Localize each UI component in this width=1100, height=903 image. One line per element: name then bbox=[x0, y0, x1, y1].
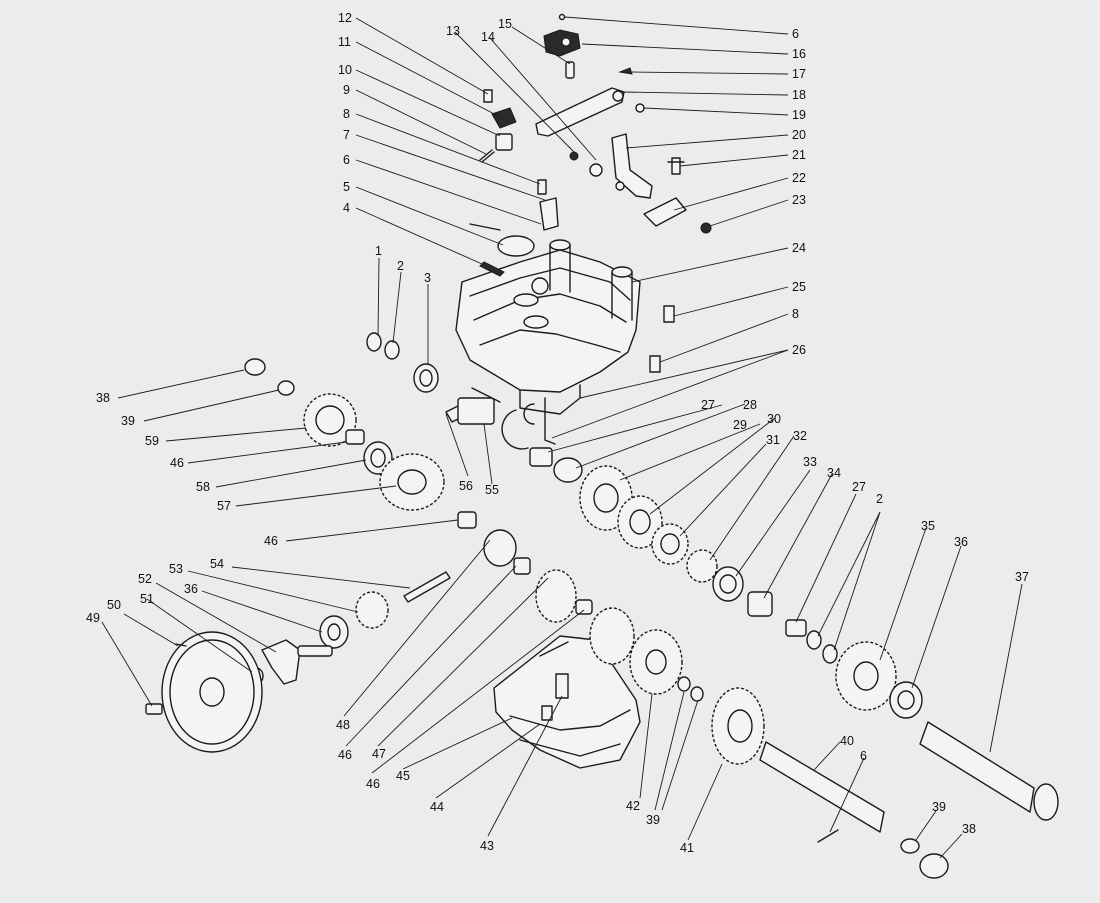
callout-46-mid: 46 bbox=[264, 534, 278, 548]
callout-12: 12 bbox=[338, 11, 352, 25]
callout-24: 24 bbox=[792, 241, 806, 255]
callout-13: 13 bbox=[446, 24, 460, 38]
callout-46-low: 46 bbox=[338, 748, 352, 762]
transmission-housing bbox=[455, 239, 641, 450]
callout-39: 39 bbox=[121, 414, 135, 428]
countershaft-gear-stack bbox=[529, 447, 1059, 879]
callout-23: 23 bbox=[792, 193, 806, 207]
callout-6-bottom: 6 bbox=[860, 749, 867, 763]
leader-lines bbox=[101, 16, 1023, 859]
shift-linkage-assembly bbox=[469, 13, 712, 373]
callout-25: 25 bbox=[792, 280, 806, 294]
callout-53: 53 bbox=[169, 562, 183, 576]
callout-22: 22 bbox=[792, 171, 806, 185]
callout-27-right: 27 bbox=[852, 480, 866, 494]
callout-41: 41 bbox=[680, 841, 694, 855]
callout-6-top: 6 bbox=[792, 27, 799, 41]
callout-39-right: 39 bbox=[932, 800, 946, 814]
callout-45: 45 bbox=[396, 769, 410, 783]
callout-47: 47 bbox=[372, 747, 386, 761]
callout-46: 46 bbox=[170, 456, 184, 470]
callout-3: 3 bbox=[424, 271, 431, 285]
callout-59: 59 bbox=[145, 434, 159, 448]
callout-56: 56 bbox=[459, 479, 473, 493]
callout-44: 44 bbox=[430, 800, 444, 814]
callout-10: 10 bbox=[338, 63, 352, 77]
callout-32: 32 bbox=[793, 429, 807, 443]
callout-21: 21 bbox=[792, 148, 806, 162]
callout-17: 17 bbox=[792, 67, 806, 81]
callout-15: 15 bbox=[498, 17, 512, 31]
callout-labels: 1 2 3 4 5 6 7 8 9 10 11 12 13 14 15 6 16… bbox=[86, 11, 1029, 855]
callout-35: 35 bbox=[921, 519, 935, 533]
callout-55: 55 bbox=[485, 483, 499, 497]
callout-2-right: 2 bbox=[876, 492, 883, 506]
callout-52: 52 bbox=[138, 572, 152, 586]
callout-29: 29 bbox=[733, 418, 747, 432]
callout-2: 2 bbox=[397, 259, 404, 273]
callout-6: 6 bbox=[343, 153, 350, 167]
callout-43: 43 bbox=[480, 839, 494, 853]
callout-38-right: 38 bbox=[962, 822, 976, 836]
callout-36: 36 bbox=[954, 535, 968, 549]
callout-37: 37 bbox=[1015, 570, 1029, 584]
callout-33: 33 bbox=[803, 455, 817, 469]
callout-48: 48 bbox=[336, 718, 350, 732]
callout-16: 16 bbox=[792, 47, 806, 61]
callout-11: 11 bbox=[338, 35, 351, 49]
callout-31: 31 bbox=[766, 433, 780, 447]
callout-9: 9 bbox=[343, 83, 350, 97]
callout-5: 5 bbox=[343, 180, 350, 194]
callout-1: 1 bbox=[375, 244, 382, 258]
callout-8: 8 bbox=[343, 107, 350, 121]
callout-51: 51 bbox=[140, 592, 154, 606]
callout-54: 54 bbox=[210, 557, 224, 571]
callout-8-right: 8 bbox=[792, 307, 799, 321]
callout-34: 34 bbox=[827, 466, 841, 480]
callout-19: 19 bbox=[792, 108, 806, 122]
callout-26: 26 bbox=[792, 343, 806, 357]
callout-14: 14 bbox=[481, 30, 495, 44]
callout-30: 30 bbox=[767, 412, 781, 426]
callout-46-bottom: 46 bbox=[366, 777, 380, 791]
callout-42: 42 bbox=[626, 799, 640, 813]
callout-28: 28 bbox=[743, 398, 757, 412]
callout-36-left: 36 bbox=[184, 582, 198, 596]
callout-40: 40 bbox=[840, 734, 854, 748]
callout-57: 57 bbox=[217, 499, 231, 513]
callout-39-mid: 39 bbox=[646, 813, 660, 827]
callout-7: 7 bbox=[343, 128, 350, 142]
left-gear-cluster bbox=[244, 332, 501, 511]
callout-27: 27 bbox=[701, 398, 715, 412]
callout-50: 50 bbox=[107, 598, 121, 612]
callout-38: 38 bbox=[96, 391, 110, 405]
callout-18: 18 bbox=[792, 88, 806, 102]
callout-49: 49 bbox=[86, 611, 100, 625]
callout-4: 4 bbox=[343, 201, 350, 215]
callout-58: 58 bbox=[196, 480, 210, 494]
callout-20: 20 bbox=[792, 128, 806, 142]
